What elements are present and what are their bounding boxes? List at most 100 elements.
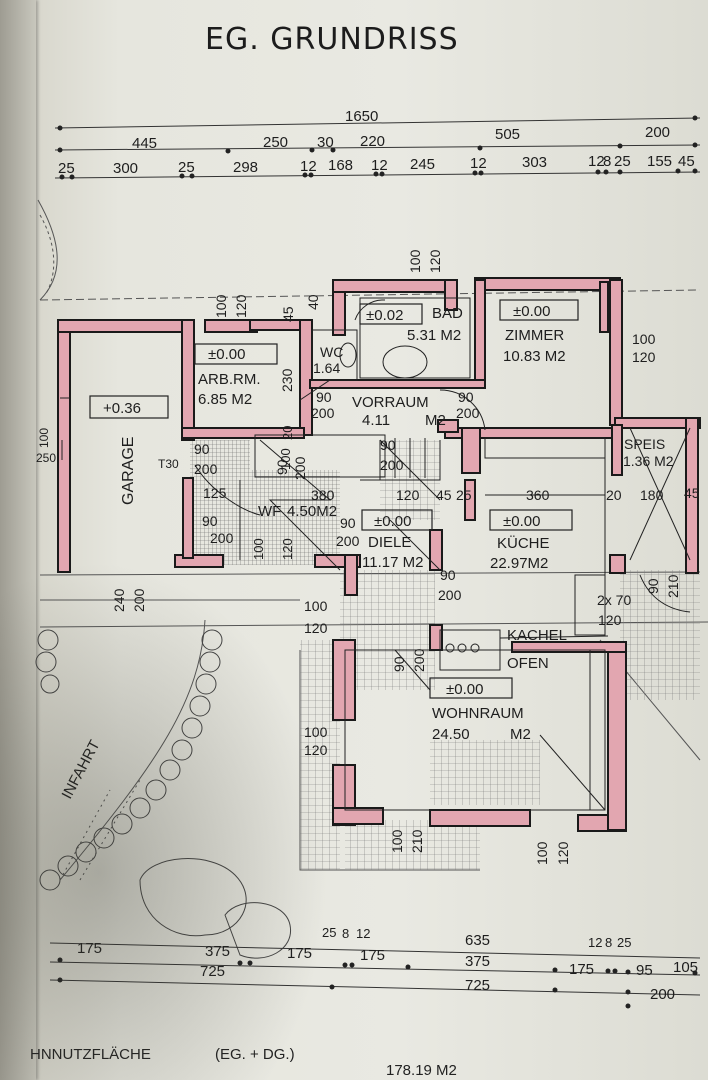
room-level: ±0.00 [446,681,483,698]
opening-w: 90 [645,578,661,594]
room-area: 6.85 M2 [198,391,252,408]
opening-h: 120 [598,612,622,628]
opening-w: 90 [316,389,332,405]
dim-top-r3: 303 [522,154,547,171]
bottom-dimension-chains [49,942,701,1009]
opening-w: 100 [37,428,51,448]
level-boxes [89,299,579,699]
room-name: WC [320,344,343,360]
room-level: ±0.00 [208,346,245,363]
dim-bottom-r1: 25 [322,925,336,940]
opening-w: 100 [304,724,328,740]
dim-total: 1650 [345,108,378,125]
opening-w: 100 [213,294,229,318]
einfahrt-label: INFAHRT [59,737,104,801]
room-name: WOHNRAUM [432,705,524,722]
opening-h: 200 [194,461,218,477]
dim-top-r3: 45 [678,153,695,170]
room-level: ±0.00 [374,513,411,530]
footer-scope: (EG. + DG.) [215,1046,295,1063]
dim-top-r2: 200 [645,124,670,141]
footer-label: HNNUTZFLÄCHE [30,1046,151,1063]
dim-bottom-r2: 105 [673,959,698,976]
opening-h: 120 [304,742,328,758]
opening-w: 20 [606,487,622,503]
room-level: ±0.02 [366,307,403,324]
room-area: 5.31 M2 [407,327,461,344]
dim-bottom-r2: 725 [200,963,225,980]
room-name: SPEIS [624,436,665,452]
opening-w: 90 [274,459,290,475]
opening-h: 120 [233,294,249,318]
dim-bottom-r1: 8 [605,935,612,950]
room-area: 4.11 [362,412,390,429]
opening-h: 200 [311,405,335,421]
dim-bottom-r1: 635 [465,932,490,949]
opening-w: 90 [340,515,356,531]
opening-h: 120 [555,841,571,865]
room-area: 1.36 M2 [623,453,674,469]
dim-top-r3: 300 [113,160,138,177]
opening-w: 125 [203,485,227,501]
opening-w: 90 [202,513,218,529]
dim-bottom-r1: 375 [205,943,230,960]
dim-bottom-r1: 8 [342,926,349,941]
opening-h: 200 [131,588,147,612]
opening-h: 120 [280,538,295,560]
room-unit: M2 [510,726,531,743]
dim-top-r3: 12 [371,157,388,174]
opening-w: 25 [456,487,472,503]
opening-w: 360 [526,487,550,503]
top-dimension-labels: 1650 445 250 30 220 505 200 25 300 25 29… [58,108,695,177]
dim-top-r3: 25 [614,153,631,170]
opening-h: 200 [456,405,480,421]
dim-top-r3: 8 [603,153,611,170]
opening-w: 90 [440,567,456,583]
interior-lines [60,297,691,811]
room-level: ±0.00 [503,513,540,530]
t30-label: T30 [158,457,179,471]
opening-h: 120 [632,349,656,365]
dim-bottom-r1: 175 [77,940,102,957]
room-area: 10.83 M2 [503,348,566,365]
opening-h: 210 [665,574,681,598]
room-name: GARAGE [120,437,137,505]
opening-h: 180 [640,487,664,503]
dim-bottom-r3: 200 [650,986,675,1003]
opening-h: 200 [336,533,360,549]
dim-top-r3: 12 [470,155,487,172]
room-unit: M2 [425,412,446,429]
opening-h: 200 [438,587,462,603]
room-area: 11.17 M2 [362,554,423,571]
dim-top-r3: 12 [300,158,317,175]
room-name: WF [258,503,281,520]
walls [57,277,701,832]
footer-area: 178.19 M2 [386,1062,457,1079]
opening-h: 200 [292,456,308,480]
room-area: 22.97M2 [490,555,548,572]
dim-top-r2: 505 [495,126,520,143]
dim-bottom-r1: 12 [588,935,602,950]
opening-h: 200 [380,457,404,473]
opening-h: 120 [427,249,443,273]
top-dimension-chains [54,115,701,180]
opening-h: 200 [411,648,427,672]
kachel-label: KACHEL [507,627,567,644]
opening-h: 45 [436,487,452,503]
opening-h: 250 [36,451,56,465]
opening-h: 20 [280,426,295,440]
dim-bottom-r2: 175 [569,961,594,978]
dim-top-r3: 298 [233,159,258,176]
dim-top-r3: 25 [58,160,75,177]
opening-w: 90 [391,656,407,672]
room-labels: +0.36 GARAGE ±0.00 ARB.RM. 6.85 M2 WC 1.… [103,303,674,743]
dim-bottom-r2: 95 [636,962,653,979]
dim-top-r2: 30 [317,134,334,151]
dim-top-r3: 12 [588,153,605,170]
room-name: KÜCHE [497,534,550,552]
opening-w: 100 [632,331,656,347]
ofen-label: OFEN [507,655,549,672]
room-name: DIELE [368,534,411,551]
opening-w: 45 [280,306,296,322]
